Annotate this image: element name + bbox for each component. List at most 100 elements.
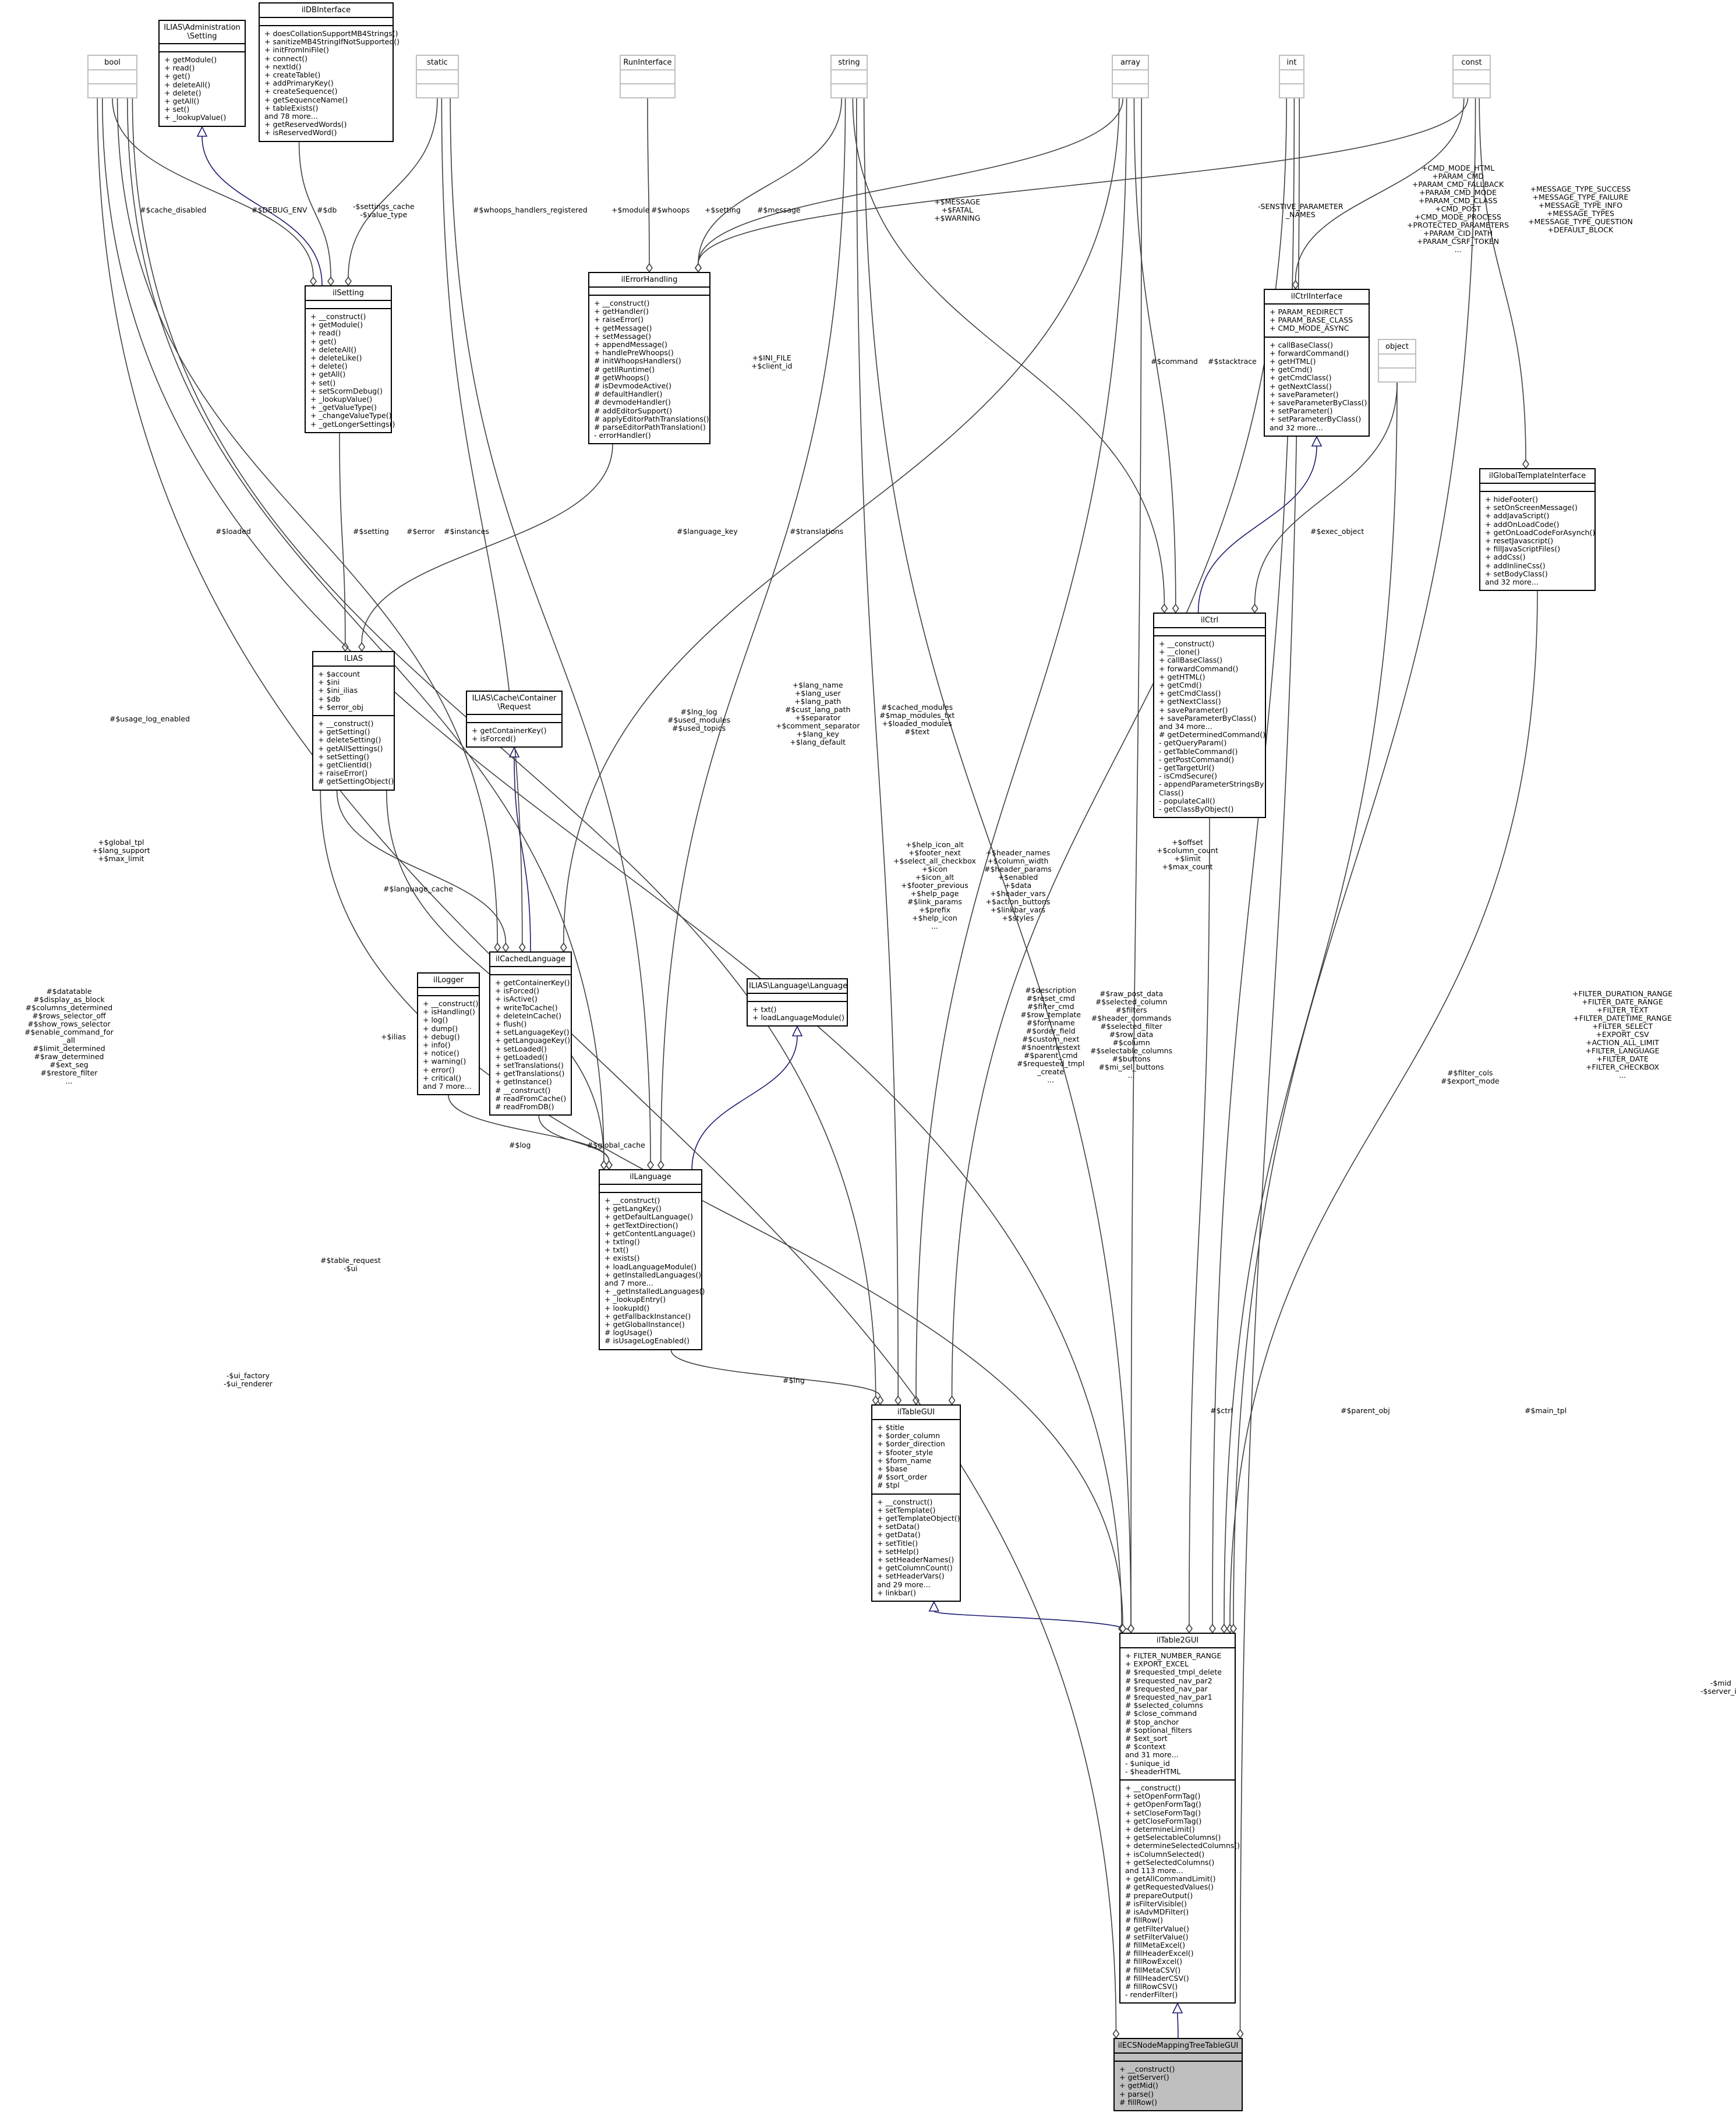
- operation: # readFromDB(): [495, 1102, 554, 1112]
- class-attributes: [621, 70, 674, 84]
- association-edge: [298, 141, 331, 278]
- class-operations: + getContainerKey()+ isForced()+ isActiv…: [490, 975, 571, 1114]
- association-edge: [450, 98, 651, 1162]
- attribute: + CMD_MODE_ASYNC: [1270, 324, 1349, 333]
- class-ilecsnodemappingtreetablegui[interactable]: ilECSNodeMappingTreeTableGUI+ __construc…: [1113, 2038, 1243, 2112]
- attribute: # $requested_nav_par2: [1125, 1676, 1212, 1685]
- edge-label: #$parent_obj: [1341, 1406, 1390, 1415]
- operation: - errorHandler(): [594, 431, 651, 440]
- operation: + __construct(): [1119, 2065, 1175, 2073]
- edge-label: #$global_cache: [587, 1141, 645, 1149]
- aggregation-diamond: [1221, 1623, 1228, 1634]
- class-object[interactable]: object: [1378, 339, 1416, 383]
- class-ilglobaltemplateinterface[interactable]: ilGlobalTemplateInterface+ hideFooter()+…: [1479, 468, 1596, 592]
- operation: # applyEditorPathTranslations(): [594, 414, 709, 423]
- aggregation-diamond: [1292, 279, 1299, 290]
- class-title: ilDBInterface: [260, 3, 393, 18]
- operation: + isHandling(): [423, 1007, 475, 1017]
- edge-label: #$DEBUG_ENV: [252, 206, 307, 214]
- operation: + setData(): [877, 1522, 920, 1531]
- class-title: ilLogger: [418, 974, 479, 988]
- operation: + sanitizeMB4StringIfNotSupported(): [264, 37, 400, 47]
- operation: + setOnScreenMessage(): [1485, 503, 1578, 512]
- class-ildbinterface[interactable]: ilDBInterface + doesCollationSupportMB4St…: [259, 2, 400, 142]
- operation: + parse(): [1119, 2089, 1154, 2098]
- association-edge: [361, 444, 613, 643]
- operation: + getMid(): [1119, 2081, 1158, 2090]
- operation: + getHandler(): [594, 307, 649, 316]
- class-operations: + __construct()+ getSetting()+ deleteSet…: [313, 716, 394, 790]
- class-title: ilErrorHandling: [589, 273, 709, 288]
- attribute: # $requested_tmpl_delete: [1125, 1668, 1222, 1677]
- class-illanguage[interactable]: ilLanguage+ __construct()+ getLangKey()+…: [599, 1169, 705, 1350]
- association-edge: [1189, 817, 1210, 1625]
- class-array[interactable]: array: [1112, 55, 1149, 98]
- operation: + addInlineCss(): [1485, 561, 1546, 570]
- association-edge: [441, 98, 523, 944]
- class-string[interactable]: string: [830, 55, 868, 98]
- attribute: + $ini: [318, 678, 340, 687]
- operation: + __construct(): [1125, 1783, 1181, 1793]
- class-iltablegui[interactable]: ilTableGUI+ $title+ $order_column+ $orde…: [871, 1404, 961, 1602]
- operation: + setLoaded(): [495, 1044, 547, 1053]
- operation: + getLangKey(): [604, 1204, 662, 1213]
- operation: + getHTML(): [1159, 672, 1205, 681]
- edge-label: #$setting: [353, 527, 389, 536]
- operation: # isUsageLogEnabled(): [604, 1336, 690, 1346]
- edge-label: #$command: [1151, 357, 1198, 366]
- operation: # parseEditorPathTranslation(): [594, 423, 706, 432]
- class-operations: + getContainerKey()+ isForced(): [467, 723, 561, 746]
- operation: and 34 more...: [1159, 722, 1212, 731]
- edge-label: #$table_request -$ui: [320, 1256, 381, 1273]
- class-ilias[interactable]: ILIAS+ $account+ $ini+ $ini_ilias+ $db+ …: [312, 651, 395, 791]
- class-int[interactable]: int: [1279, 55, 1304, 98]
- operation: + isForced(): [472, 734, 516, 744]
- class-attributes: + FILTER_NUMBER_RANGE+ EXPORT_EXCEL# $re…: [1120, 1648, 1235, 1781]
- class-bool[interactable]: bool: [87, 55, 137, 98]
- class-ilias-cache-container-request[interactable]: ILIAS\Cache\Container \Request+ getConta…: [466, 691, 563, 748]
- class-ilcachedlanguage[interactable]: ilCachedLanguage+ getContainerKey()+ isF…: [489, 951, 572, 1116]
- operation: + saveParameter(): [1159, 705, 1228, 714]
- operation: + determineSelectedColumns(): [1125, 1841, 1240, 1850]
- class-operations: [1454, 84, 1490, 97]
- operation: + __construct(): [318, 719, 374, 728]
- edge-label: #$cached_modules #$map_modules_txt +$loa…: [879, 703, 955, 736]
- class-ilerrorhandling[interactable]: ilErrorHandling+ __construct()+ getHandl…: [588, 272, 710, 445]
- class-ilsetting[interactable]: ilSetting+ __construct()+ getModule()+ r…: [305, 285, 395, 433]
- class-const[interactable]: const: [1452, 55, 1491, 98]
- attribute: # $ext_sort: [1125, 1734, 1168, 1743]
- class-ilias-language-language[interactable]: ILIAS\Language\Language+ txt()+ loadLang…: [747, 978, 848, 1027]
- class-attributes: [1379, 355, 1415, 369]
- class-ilctrl[interactable]: ilCtrl+ __construct()+ __clone()+ callBa…: [1153, 613, 1266, 819]
- edge-label: +$MESSAGE +$FATAL +$WARNING: [934, 197, 981, 222]
- class-operations: + doesCollationSupportMB4Strings()+ sani…: [260, 26, 400, 141]
- class-static[interactable]: static: [416, 55, 459, 98]
- class-runinterface[interactable]: RunInterface: [620, 55, 676, 98]
- class-operations: + __construct()+ setOpenFormTag()+ getOp…: [1120, 1781, 1240, 2002]
- operation: + fillJavaScriptFiles(): [1485, 544, 1561, 554]
- class-ilias-administration-setting[interactable]: ILIAS\Administration \Setting+ getModule…: [158, 20, 246, 127]
- class-operations: + txt()+ loadLanguageModule(): [748, 1002, 847, 1025]
- operation: + handlePreWhoops(): [594, 348, 674, 358]
- class-ilctrlinterface[interactable]: ilCtrlInterface+ PARAM_REDIRECT+ PARAM_B…: [1264, 289, 1370, 437]
- operation: + createSequence(): [264, 87, 338, 96]
- operation: + getInstance(): [495, 1077, 552, 1086]
- class-attributes: [589, 288, 709, 296]
- class-operations: + __construct()+ getModule()+ read()+ ge…: [306, 309, 395, 432]
- operation: + _getInstalledLanguages(): [604, 1287, 705, 1296]
- operation: + getLoaded(): [495, 1052, 548, 1061]
- operation: # isDevmodeActive(): [594, 381, 672, 391]
- aggregation-diamond: [1161, 603, 1168, 614]
- operation: + getAllSettings(): [318, 744, 383, 753]
- edge-label: -$mid -$server_id: [1700, 1679, 1736, 1696]
- edge-label: +$lang_name +$lang_user +$lang_path #$cu…: [776, 681, 860, 746]
- operation: + getDefaultLanguage(): [604, 1212, 694, 1222]
- operation: + error(): [423, 1065, 455, 1074]
- operation: and 7 more...: [423, 1082, 472, 1091]
- class-illogger[interactable]: ilLogger+ __construct()+ isHandling()+ l…: [417, 972, 480, 1096]
- attribute: + $error_obj: [318, 702, 363, 712]
- class-iltable2gui[interactable]: ilTable2GUI+ FILTER_NUMBER_RANGE+ EXPORT…: [1119, 1633, 1240, 2004]
- operation: + getContainerKey(): [495, 978, 570, 987]
- operation: + addPrimaryKey(): [264, 79, 334, 88]
- operation: + getGlobalInstance(): [604, 1320, 685, 1329]
